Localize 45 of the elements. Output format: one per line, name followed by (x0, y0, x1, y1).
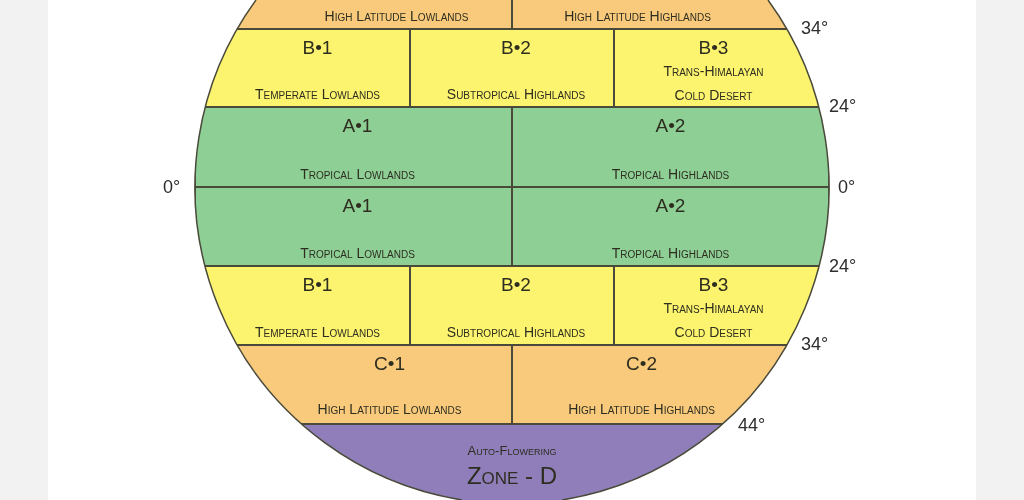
zone-region (410, 29, 614, 107)
zone-name-label: High Latitude Highlands (568, 400, 715, 419)
latitude-label: 24° (829, 96, 857, 116)
zone-name-label: Tropical Lowlands (300, 244, 415, 263)
zone-code-label: B•1 (302, 37, 333, 59)
zone-code-label: C•1 (374, 353, 405, 375)
zone-code-label: C•2 (626, 353, 657, 375)
zone-region (205, 266, 410, 345)
latitude-label: 0° (838, 177, 856, 197)
zone-code-label: A•1 (342, 115, 373, 137)
zone-title: Zone - D (466, 461, 558, 491)
zone-name-label: Tropical Highlands (611, 244, 730, 263)
latitude-label: 0° (163, 177, 181, 197)
zone-name-label: High Latitude Lowlands (317, 400, 462, 419)
zone-region (512, 0, 787, 29)
zone-subtitle: Auto-Flowering (467, 442, 557, 460)
latitude-label: 44° (738, 415, 766, 435)
zone-name-label: Tropical Lowlands (300, 165, 415, 184)
zone-region (237, 0, 512, 29)
zone-name-label: High Latitude Highlands (564, 7, 711, 26)
zone-name-label: Tropical Highlands (611, 165, 730, 184)
zone-code-label: A•1 (342, 195, 373, 217)
zone-code-label: B•2 (501, 37, 531, 59)
zone-name-label: Trans-Himalayan Cold Desert (662, 62, 765, 105)
zone-code-label: B•3 (698, 274, 729, 296)
zone-code-label: B•3 (698, 37, 729, 59)
zone-code-label: B•2 (501, 274, 531, 296)
zone-region (410, 266, 614, 345)
zone-name-label: Temperate Lowlands (254, 323, 381, 342)
zone-name-label: High Latitude Lowlands (324, 7, 469, 26)
zone-code-label: A•2 (655, 195, 686, 217)
zone-name-label: Subtropical Highlands (446, 323, 586, 342)
latitude-label: 24° (829, 256, 857, 276)
zone-region (512, 107, 829, 187)
zone-name-label: Trans-Himalayan Cold Desert (662, 299, 765, 342)
zone-name-label: Temperate Lowlands (254, 85, 381, 104)
latitude-label: 34° (801, 18, 829, 38)
zone-code-label: B•1 (302, 274, 333, 296)
zone-region (512, 187, 829, 266)
zone-code-label: A•2 (655, 115, 686, 137)
zone-name-label: Subtropical Highlands (446, 85, 586, 104)
zone-region (195, 187, 512, 266)
latitude-label: 34° (801, 334, 829, 354)
zone-region (205, 29, 410, 107)
zone-region (195, 107, 512, 187)
